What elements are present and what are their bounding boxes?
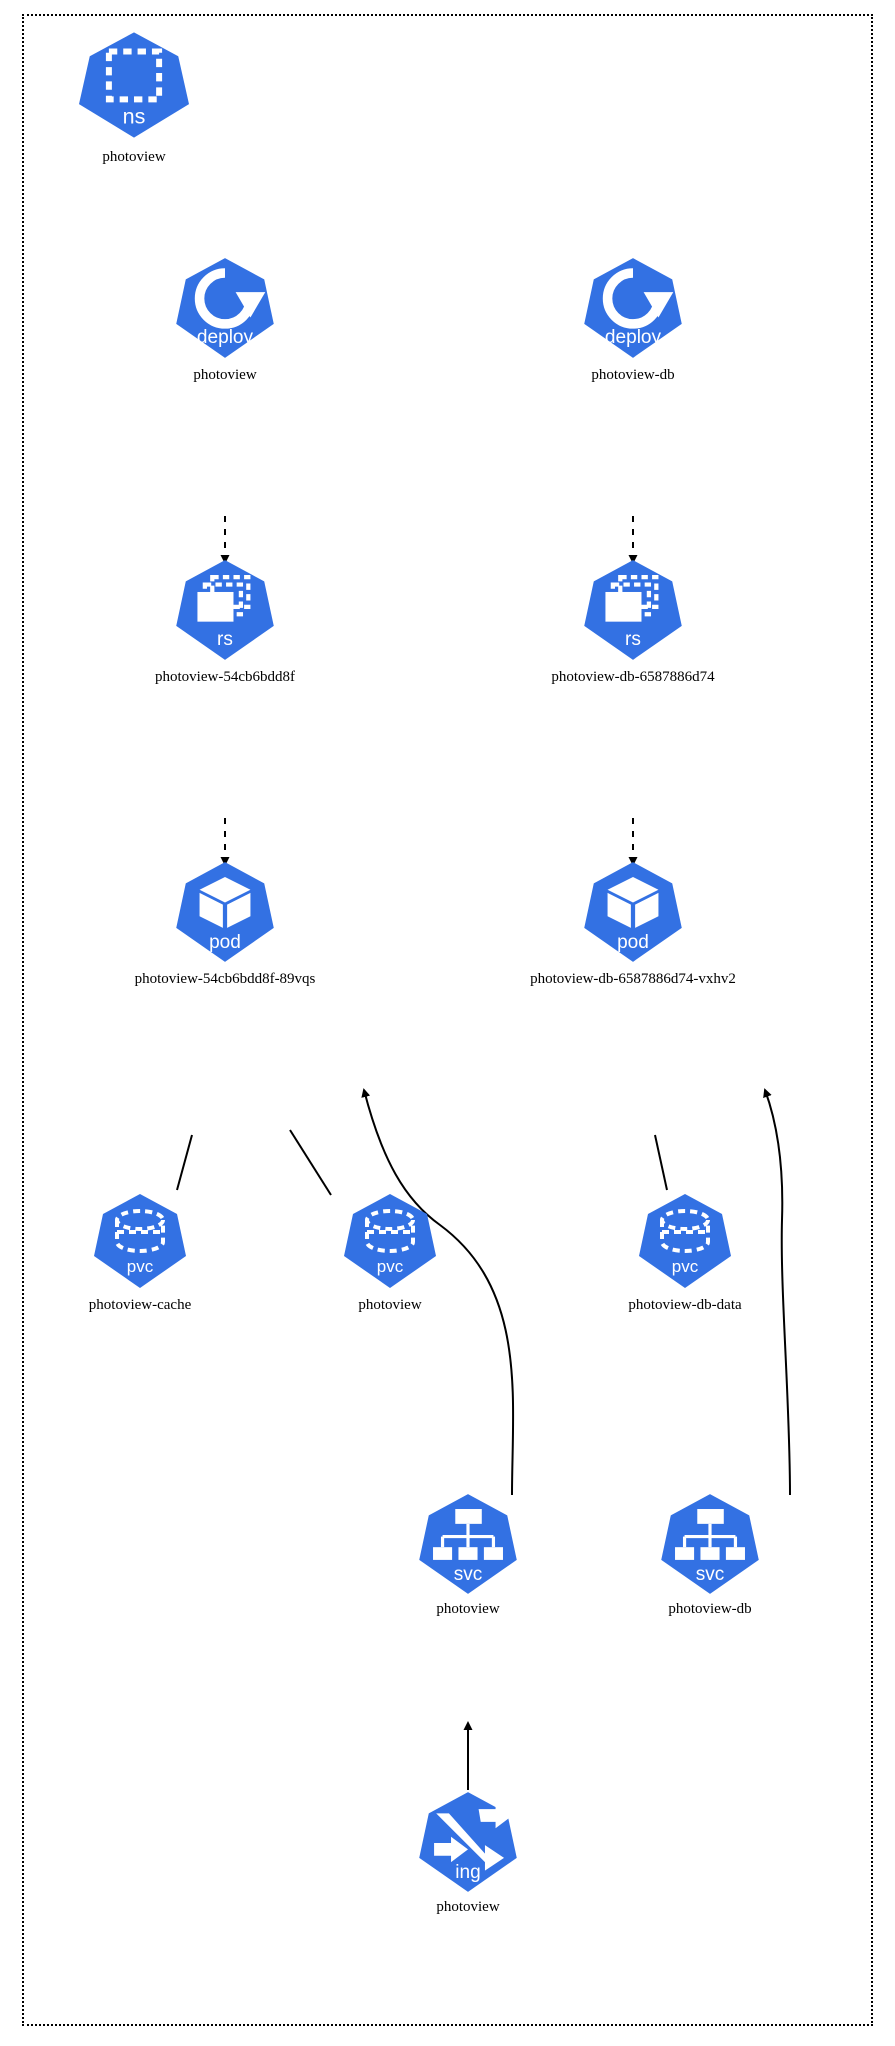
svg-text:svc: svc xyxy=(696,1564,725,1585)
node-label-rs-photoview: photoview-54cb6bdd8f xyxy=(155,669,295,685)
svg-text:pvc: pvc xyxy=(672,1257,699,1276)
node-label-svc-photoview-db: photoview-db xyxy=(668,1601,752,1617)
svg-text:pvc: pvc xyxy=(127,1257,154,1276)
pod-icon: pod xyxy=(580,860,686,964)
namespace-icon: ns xyxy=(74,30,194,140)
deployment-icon: deploy xyxy=(172,256,278,360)
node-label-ing-photoview: photoview xyxy=(436,1899,500,1915)
svg-text:ing: ing xyxy=(455,1862,480,1883)
service-icon: svc xyxy=(415,1492,521,1596)
svg-text:deploy: deploy xyxy=(197,327,254,348)
deployment-icon: deploy xyxy=(580,256,686,360)
replicaset-icon: rs xyxy=(172,558,278,662)
node-label-deploy-photoview-db: photoview-db xyxy=(591,367,675,383)
node-label-ns-photoview: photoview xyxy=(102,149,166,165)
svg-text:pvc: pvc xyxy=(377,1257,404,1276)
svg-text:rs: rs xyxy=(217,629,233,650)
node-label-rs-photoview-db: photoview-db-6587886d74 xyxy=(551,669,715,685)
svg-text:deploy: deploy xyxy=(605,327,662,348)
node-label-pvc-photoview-cache: photoview-cache xyxy=(88,1297,192,1313)
svg-text:svc: svc xyxy=(454,1564,483,1585)
service-icon: svc xyxy=(657,1492,763,1596)
node-label-pvc-photoview-db-data: photoview-db-data xyxy=(628,1297,742,1313)
replicaset-icon: rs xyxy=(580,558,686,662)
pod-icon: pod xyxy=(172,860,278,964)
cluster-boundary xyxy=(22,14,873,2026)
node-label-pod-photoview-db: photoview-db-6587886d74-vxhv2 xyxy=(530,971,736,987)
svg-text:ns: ns xyxy=(123,104,146,128)
persistentvolumeclaim-icon: pvc xyxy=(635,1192,735,1290)
svg-text:pod: pod xyxy=(617,932,649,953)
svg-text:rs: rs xyxy=(625,629,641,650)
persistentvolumeclaim-icon: pvc xyxy=(340,1192,440,1290)
ingress-icon: ing xyxy=(415,1790,521,1894)
node-label-svc-photoview: photoview xyxy=(436,1601,500,1617)
persistentvolumeclaim-icon: pvc xyxy=(90,1192,190,1290)
node-label-pod-photoview: photoview-54cb6bdd8f-89vqs xyxy=(134,971,316,987)
node-label-deploy-photoview: photoview xyxy=(193,367,257,383)
svg-text:pod: pod xyxy=(209,932,241,953)
node-label-pvc-photoview: photoview xyxy=(358,1297,422,1313)
